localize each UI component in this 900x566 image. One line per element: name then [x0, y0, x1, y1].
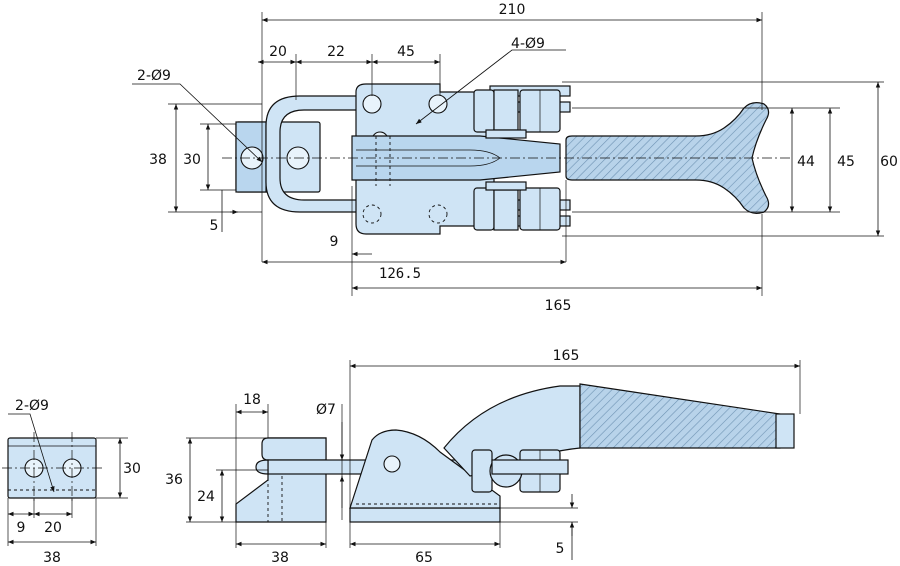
dim-base-length: 126.5 [379, 266, 421, 282]
label-latch-holes: 2-Ø9 [137, 68, 171, 84]
dim-side-base-length: 65 [415, 550, 433, 566]
latch-plate-view: 2-Ø9 30 9 20 38 [2, 398, 141, 566]
dim-side-overall-height: 36 [165, 472, 183, 488]
dim-plate-hole-pitch: 20 [44, 520, 62, 536]
top-view: 210 20 22 45 4-Ø9 2-Ø9 38 30 5 9 126.5 1… [132, 2, 898, 314]
mount-hole-3 [362, 204, 382, 224]
top-extension-lines [168, 12, 884, 296]
dim-bolt-spacing-inner: 44 [797, 154, 815, 170]
dim-plate-length: 38 [43, 550, 61, 566]
dim-plate-edge-offset: 9 [17, 520, 26, 536]
dim-overall-length: 210 [499, 2, 526, 18]
top-bolts [473, 85, 571, 231]
dim-side-hook-height: 24 [197, 489, 215, 505]
dim-hook-gap: 22 [327, 44, 345, 60]
side-latch-bracket [235, 437, 327, 523]
label-plate-holes: 2-Ø9 [15, 398, 49, 414]
top-clamp-arm [351, 135, 561, 186]
dim-hole-spacing: 45 [397, 44, 415, 60]
dim-handle-reach: 165 [545, 298, 572, 314]
side-base [349, 429, 501, 523]
dim-bolt-spacing-outer: 45 [837, 154, 855, 170]
dim-hook-width: 20 [269, 44, 287, 60]
dim-side-base-thickness: 5 [556, 541, 565, 557]
mount-hole-2 [428, 94, 448, 114]
side-pivot [383, 455, 401, 473]
mount-hole-4 [428, 204, 448, 224]
dim-latch-offset: 5 [210, 218, 219, 234]
dim-latch-height: 38 [149, 152, 167, 168]
dim-side-handle-reach: 165 [553, 348, 580, 364]
mount-hole-1 [362, 94, 382, 114]
label-rod-diameter: Ø7 [316, 402, 336, 418]
label-mount-holes: 4-Ø9 [511, 36, 545, 52]
dim-side-hook-thickness: 18 [243, 392, 261, 408]
dim-overall-width: 60 [880, 154, 898, 170]
side-view: 165 18 Ø7 36 24 38 65 5 [165, 348, 801, 566]
dim-side-latch-length: 38 [271, 550, 289, 566]
dim-latch-hole-spacing: 30 [183, 152, 201, 168]
side-nuts [471, 449, 569, 493]
side-dimension-lines [187, 363, 800, 560]
top-dimension-lines [132, 17, 881, 291]
dim-plate-height: 30 [123, 461, 141, 477]
dim-hook-offset: 9 [330, 234, 339, 250]
